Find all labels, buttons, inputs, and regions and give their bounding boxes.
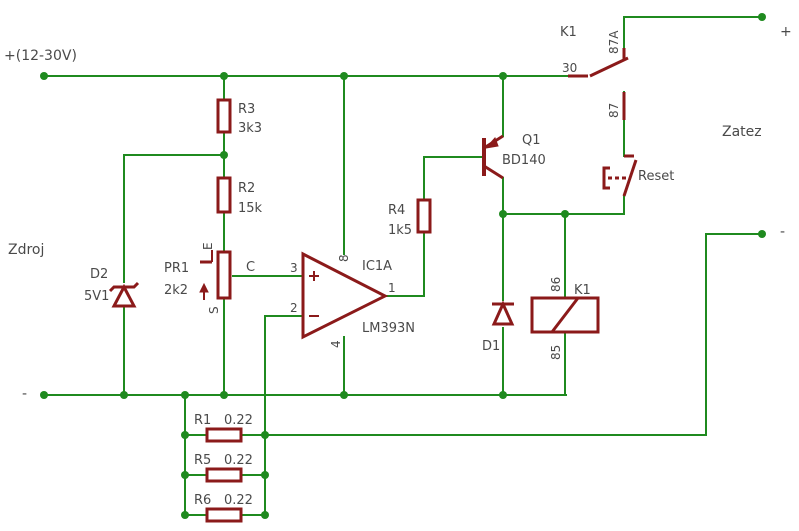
resistor-r6 xyxy=(205,507,243,523)
junction xyxy=(220,151,228,159)
junction xyxy=(120,391,128,399)
ic-pin4: 4 xyxy=(329,340,343,348)
relay-contact-k1 xyxy=(568,48,629,120)
ic-pin3: 3 xyxy=(290,261,298,275)
ic-value: LM393N xyxy=(362,321,415,336)
d2-name: D2 xyxy=(90,267,108,282)
k1-contact-name: K1 xyxy=(560,25,577,40)
terminal-minus-in xyxy=(40,391,48,399)
supply-label: +(12-30V) xyxy=(4,48,77,64)
resistor-r5 xyxy=(205,467,243,483)
q1-name: Q1 xyxy=(522,133,541,148)
r5-name: R5 xyxy=(194,453,211,468)
reset-button-switch xyxy=(602,154,638,197)
pr1-name: PR1 xyxy=(164,261,189,276)
r5-value: 0.22 xyxy=(224,453,253,468)
r1-value: 0.22 xyxy=(224,413,253,428)
junction xyxy=(340,391,348,399)
pr1-pin-c: C xyxy=(246,260,255,275)
comparator-ic1a xyxy=(301,251,389,340)
pr1-value: 2k2 xyxy=(164,283,188,298)
resistor-r1 xyxy=(205,427,243,443)
emitter-arrow-icon xyxy=(484,137,499,149)
r2-name: R2 xyxy=(238,181,255,196)
junction xyxy=(261,431,269,439)
k1-pin87a: 87A xyxy=(607,30,621,54)
junction xyxy=(561,210,569,218)
ic-pin1: 1 xyxy=(388,281,396,295)
wires xyxy=(43,16,763,516)
d2-value: 5V1 xyxy=(84,289,109,304)
terminal-minus-out xyxy=(758,230,766,238)
zener-diode-d2 xyxy=(108,281,140,308)
r1-name: R1 xyxy=(194,413,211,428)
k1-pin85: 85 xyxy=(549,345,563,360)
k1-pin30: 30 xyxy=(562,61,577,75)
resistor-r3 xyxy=(216,98,232,134)
reset-label: Reset xyxy=(638,169,674,184)
junction xyxy=(181,391,189,399)
zdroj-label: Zdroj xyxy=(8,242,44,258)
junction xyxy=(499,210,507,218)
q1-value: BD140 xyxy=(502,153,546,168)
r2-value: 15k xyxy=(238,201,263,216)
junction xyxy=(499,391,507,399)
junction xyxy=(261,471,269,479)
r3-value: 3k3 xyxy=(238,121,262,136)
r3-name: R3 xyxy=(238,102,255,117)
ic-name: IC1A xyxy=(362,259,392,274)
minus-left-label: - xyxy=(22,386,27,402)
r6-value: 0.22 xyxy=(224,493,253,508)
junction xyxy=(261,511,269,519)
junction xyxy=(220,72,228,80)
d1-name: D1 xyxy=(482,339,500,354)
ic-pin8: 8 xyxy=(337,254,351,262)
r4-value: 1k5 xyxy=(388,223,412,238)
r6-name: R6 xyxy=(194,493,211,508)
diode-d1 xyxy=(491,300,515,326)
pr1-pin-e: E xyxy=(201,242,215,250)
relay-coil-k1 xyxy=(530,296,600,334)
r4-name: R4 xyxy=(388,203,405,218)
zatez-label: Zatez xyxy=(722,124,762,140)
ic-pin2: 2 xyxy=(290,301,298,315)
junction xyxy=(181,511,189,519)
junction xyxy=(340,72,348,80)
k1-pin87: 87 xyxy=(607,103,621,118)
k1-pin86: 86 xyxy=(549,277,563,292)
transistor-q1 xyxy=(482,134,504,180)
junction xyxy=(181,431,189,439)
resistor-r4 xyxy=(416,198,432,234)
minus-right-label: - xyxy=(780,224,785,240)
plus-right-label: + xyxy=(780,24,792,40)
junctions xyxy=(40,13,766,519)
potentiometer-pr1 xyxy=(199,250,232,300)
junction xyxy=(499,72,507,80)
junction xyxy=(181,471,189,479)
terminal-plus-out xyxy=(758,13,766,21)
k1-coil-name: K1 xyxy=(574,283,591,298)
pr1-pin-s: S xyxy=(207,306,221,314)
resistor-r2 xyxy=(216,176,232,214)
junction xyxy=(220,391,228,399)
terminal-plus-in xyxy=(40,72,48,80)
